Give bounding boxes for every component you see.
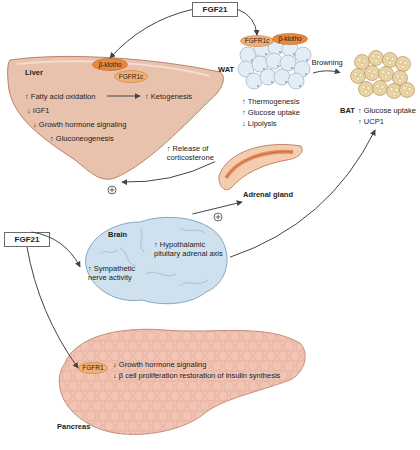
pathway-arrow	[107, 96, 140, 97]
receptor-name: FGFR1c	[240, 35, 274, 47]
effect-text: ↓ β cell proliferation restoration of in…	[113, 371, 303, 380]
receptor-name: β-klotho	[92, 58, 128, 71]
effect-text: ↑ Thermogenesis	[242, 97, 314, 106]
receptor-oval: FGFR1	[78, 362, 108, 374]
receptor-oval: FGFR1c	[240, 35, 274, 47]
effect-text: ↑ Ketogenesis	[145, 92, 215, 101]
organ-name: Adrenal gland	[243, 190, 303, 199]
receptor-oval: FGFR1c	[114, 70, 148, 83]
arrow-connector	[238, 10, 257, 36]
edge-label: Browning	[311, 58, 351, 67]
arrow-connector	[193, 202, 243, 214]
effect-text: ↑ Hypothalamic pituitary adrenal axis	[154, 240, 224, 258]
arrow-connector	[313, 71, 340, 73]
stimulation-symbol	[214, 213, 222, 221]
hormone-name: FGF21	[193, 3, 237, 16]
brain-organ: Brain ↑ Hypothalamic pituitary adrenal ax…	[80, 214, 230, 310]
effect-text: ↓ Lipolysis	[242, 119, 314, 128]
receptor-oval: β-klotho	[272, 33, 308, 45]
wat-outline	[218, 33, 313, 133]
arrow-connector	[230, 130, 375, 257]
receptor-name: FGFR1	[78, 362, 108, 374]
organ-name: Liver	[25, 68, 65, 77]
organ-name: WAT	[218, 65, 240, 74]
brain-outline	[80, 214, 230, 310]
effect-text: ↑ Glucose uptake	[242, 108, 314, 117]
effect-text: ↓ IGF1	[27, 106, 87, 115]
arrow-connector	[32, 232, 80, 267]
organ-name: Pancreas	[57, 422, 117, 431]
effect-text: ↑ Fatty acid oxidation	[25, 92, 110, 101]
effect-text: ↑ Gluconeogenesis	[50, 134, 140, 143]
hormone-box: FGF21	[192, 2, 238, 17]
effect-text: ↑ UCP1	[358, 117, 418, 126]
liver-organ: Liver ↑ Fatty acid oxidation ↑ Ketogenesis…	[5, 50, 230, 182]
adrenal-organ: Adrenal gland	[215, 140, 305, 202]
arrow-connector	[122, 162, 215, 182]
edge-label: ↑ Release of corticosterone	[167, 144, 222, 162]
effect-text: ↑ Glucose uptake	[358, 106, 418, 115]
bat-tissue: BAT↑ Glucose uptake ↑ UCP1	[340, 48, 418, 130]
arrow-connector	[27, 247, 78, 368]
receptor-oval: β-klotho	[92, 58, 128, 71]
effect-text: ↓ Growth hormone signaling	[113, 360, 263, 369]
organ-name: Brain	[108, 230, 138, 239]
wat-tissue: WAT ↑ Thermogenesis ↑ Glucose uptake ↓ Lipo…	[218, 33, 313, 133]
stimulation-symbol	[108, 186, 116, 194]
arrow-connector	[110, 10, 192, 59]
pancreas-organ: ↓ Growth hormone signaling ↓ β cell proli…	[55, 318, 310, 440]
effect-text: ↑ Sympathetic nerve activity	[88, 264, 143, 282]
effect-text: ↓ Growth hormone signaling	[33, 120, 143, 129]
receptor-name: FGFR1c	[114, 70, 148, 83]
organ-name: BAT	[340, 106, 358, 115]
receptor-name: β-klotho	[272, 33, 308, 45]
